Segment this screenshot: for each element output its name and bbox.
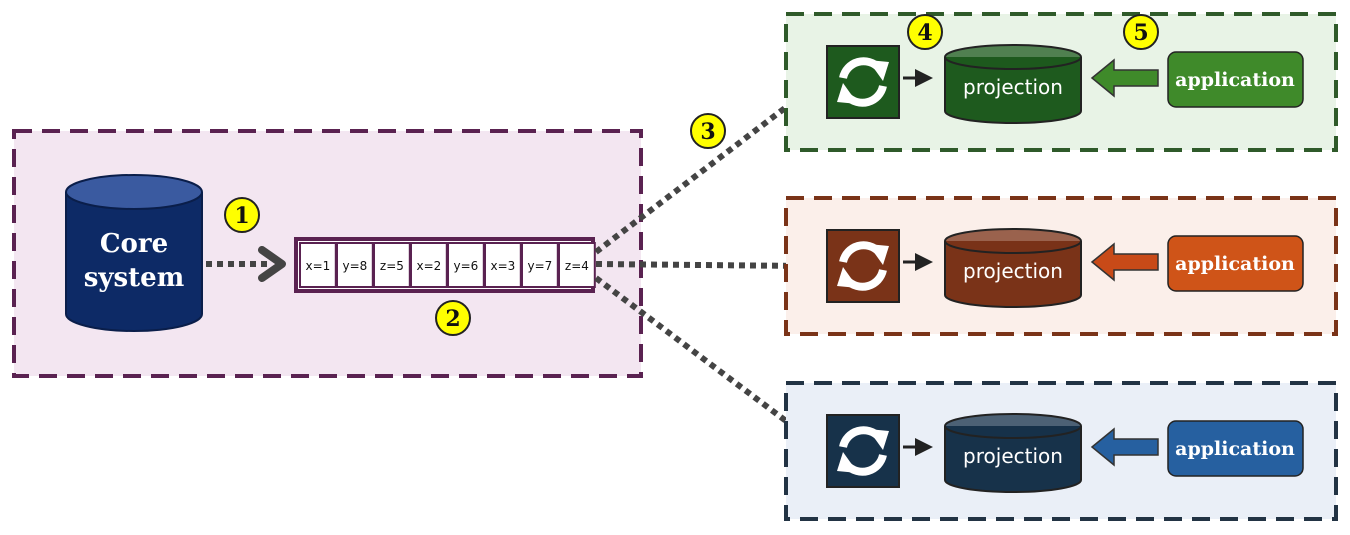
svg-text:4: 4 [917, 20, 932, 46]
svg-text:5: 5 [1133, 20, 1148, 46]
log-entry-label: z=4 [565, 259, 589, 273]
projection-label: projection [963, 75, 1063, 99]
refresh-icon [837, 426, 889, 476]
step-badge-2: 2 [435, 300, 471, 336]
consumer-region-2: projection application [784, 196, 1338, 336]
step-badge-3: 3 [690, 113, 726, 149]
log-entry: z=4 [558, 242, 596, 288]
sync-handler [826, 45, 900, 119]
svg-text:2: 2 [445, 306, 460, 332]
log-entry-label: y=6 [454, 259, 479, 273]
projection-label: projection [963, 259, 1063, 283]
step-badge-1: 1 [224, 197, 260, 233]
svg-text:1: 1 [234, 203, 249, 229]
step-badge-5: 5 [1123, 14, 1159, 50]
log-to-orange-connector [595, 261, 807, 269]
application-box: application [1167, 51, 1304, 108]
log-entry-label: x=1 [306, 259, 331, 273]
application-to-projection-arrow [1090, 427, 1159, 467]
log-entry: z=5 [373, 242, 411, 288]
log-to-green-connector [594, 89, 808, 255]
log-entry-label: z=5 [380, 259, 404, 273]
log-entry: x=2 [410, 242, 448, 288]
projection-store: projection [944, 228, 1082, 308]
application-to-projection-arrow [1090, 242, 1159, 282]
step-badge-4: 4 [907, 14, 943, 50]
application-box: application [1167, 235, 1304, 292]
svg-text:3: 3 [700, 119, 715, 145]
core-label-line1: Core [100, 229, 168, 259]
application-box: application [1167, 420, 1304, 477]
projection-label: projection [963, 444, 1063, 468]
log-entry: y=6 [447, 242, 485, 288]
log-entry-label: x=3 [491, 259, 516, 273]
core-to-log-arrowhead [258, 246, 286, 282]
sync-handler [826, 414, 900, 488]
application-label: application [1175, 69, 1295, 91]
log-entry: y=7 [521, 242, 559, 288]
log-entry: x=1 [299, 242, 337, 288]
application-label: application [1175, 253, 1295, 275]
refresh-icon [837, 241, 889, 291]
log-entry: y=8 [336, 242, 374, 288]
consumer-region-3: projection application [784, 381, 1338, 521]
log-entry-label: x=2 [417, 259, 442, 273]
log-entry: x=3 [484, 242, 522, 288]
core-database: Core system [65, 174, 203, 332]
projection-store: projection [944, 44, 1082, 124]
core-label-line2: system [84, 263, 184, 293]
log-entry-label: y=7 [528, 259, 553, 273]
sync-handler [826, 229, 900, 303]
log-entry-label: y=8 [343, 259, 368, 273]
refresh-icon [837, 57, 889, 107]
consumer-region-1: projection application [784, 12, 1338, 152]
application-to-projection-arrow [1090, 58, 1159, 98]
projection-store: projection [944, 413, 1082, 493]
application-label: application [1175, 438, 1295, 460]
